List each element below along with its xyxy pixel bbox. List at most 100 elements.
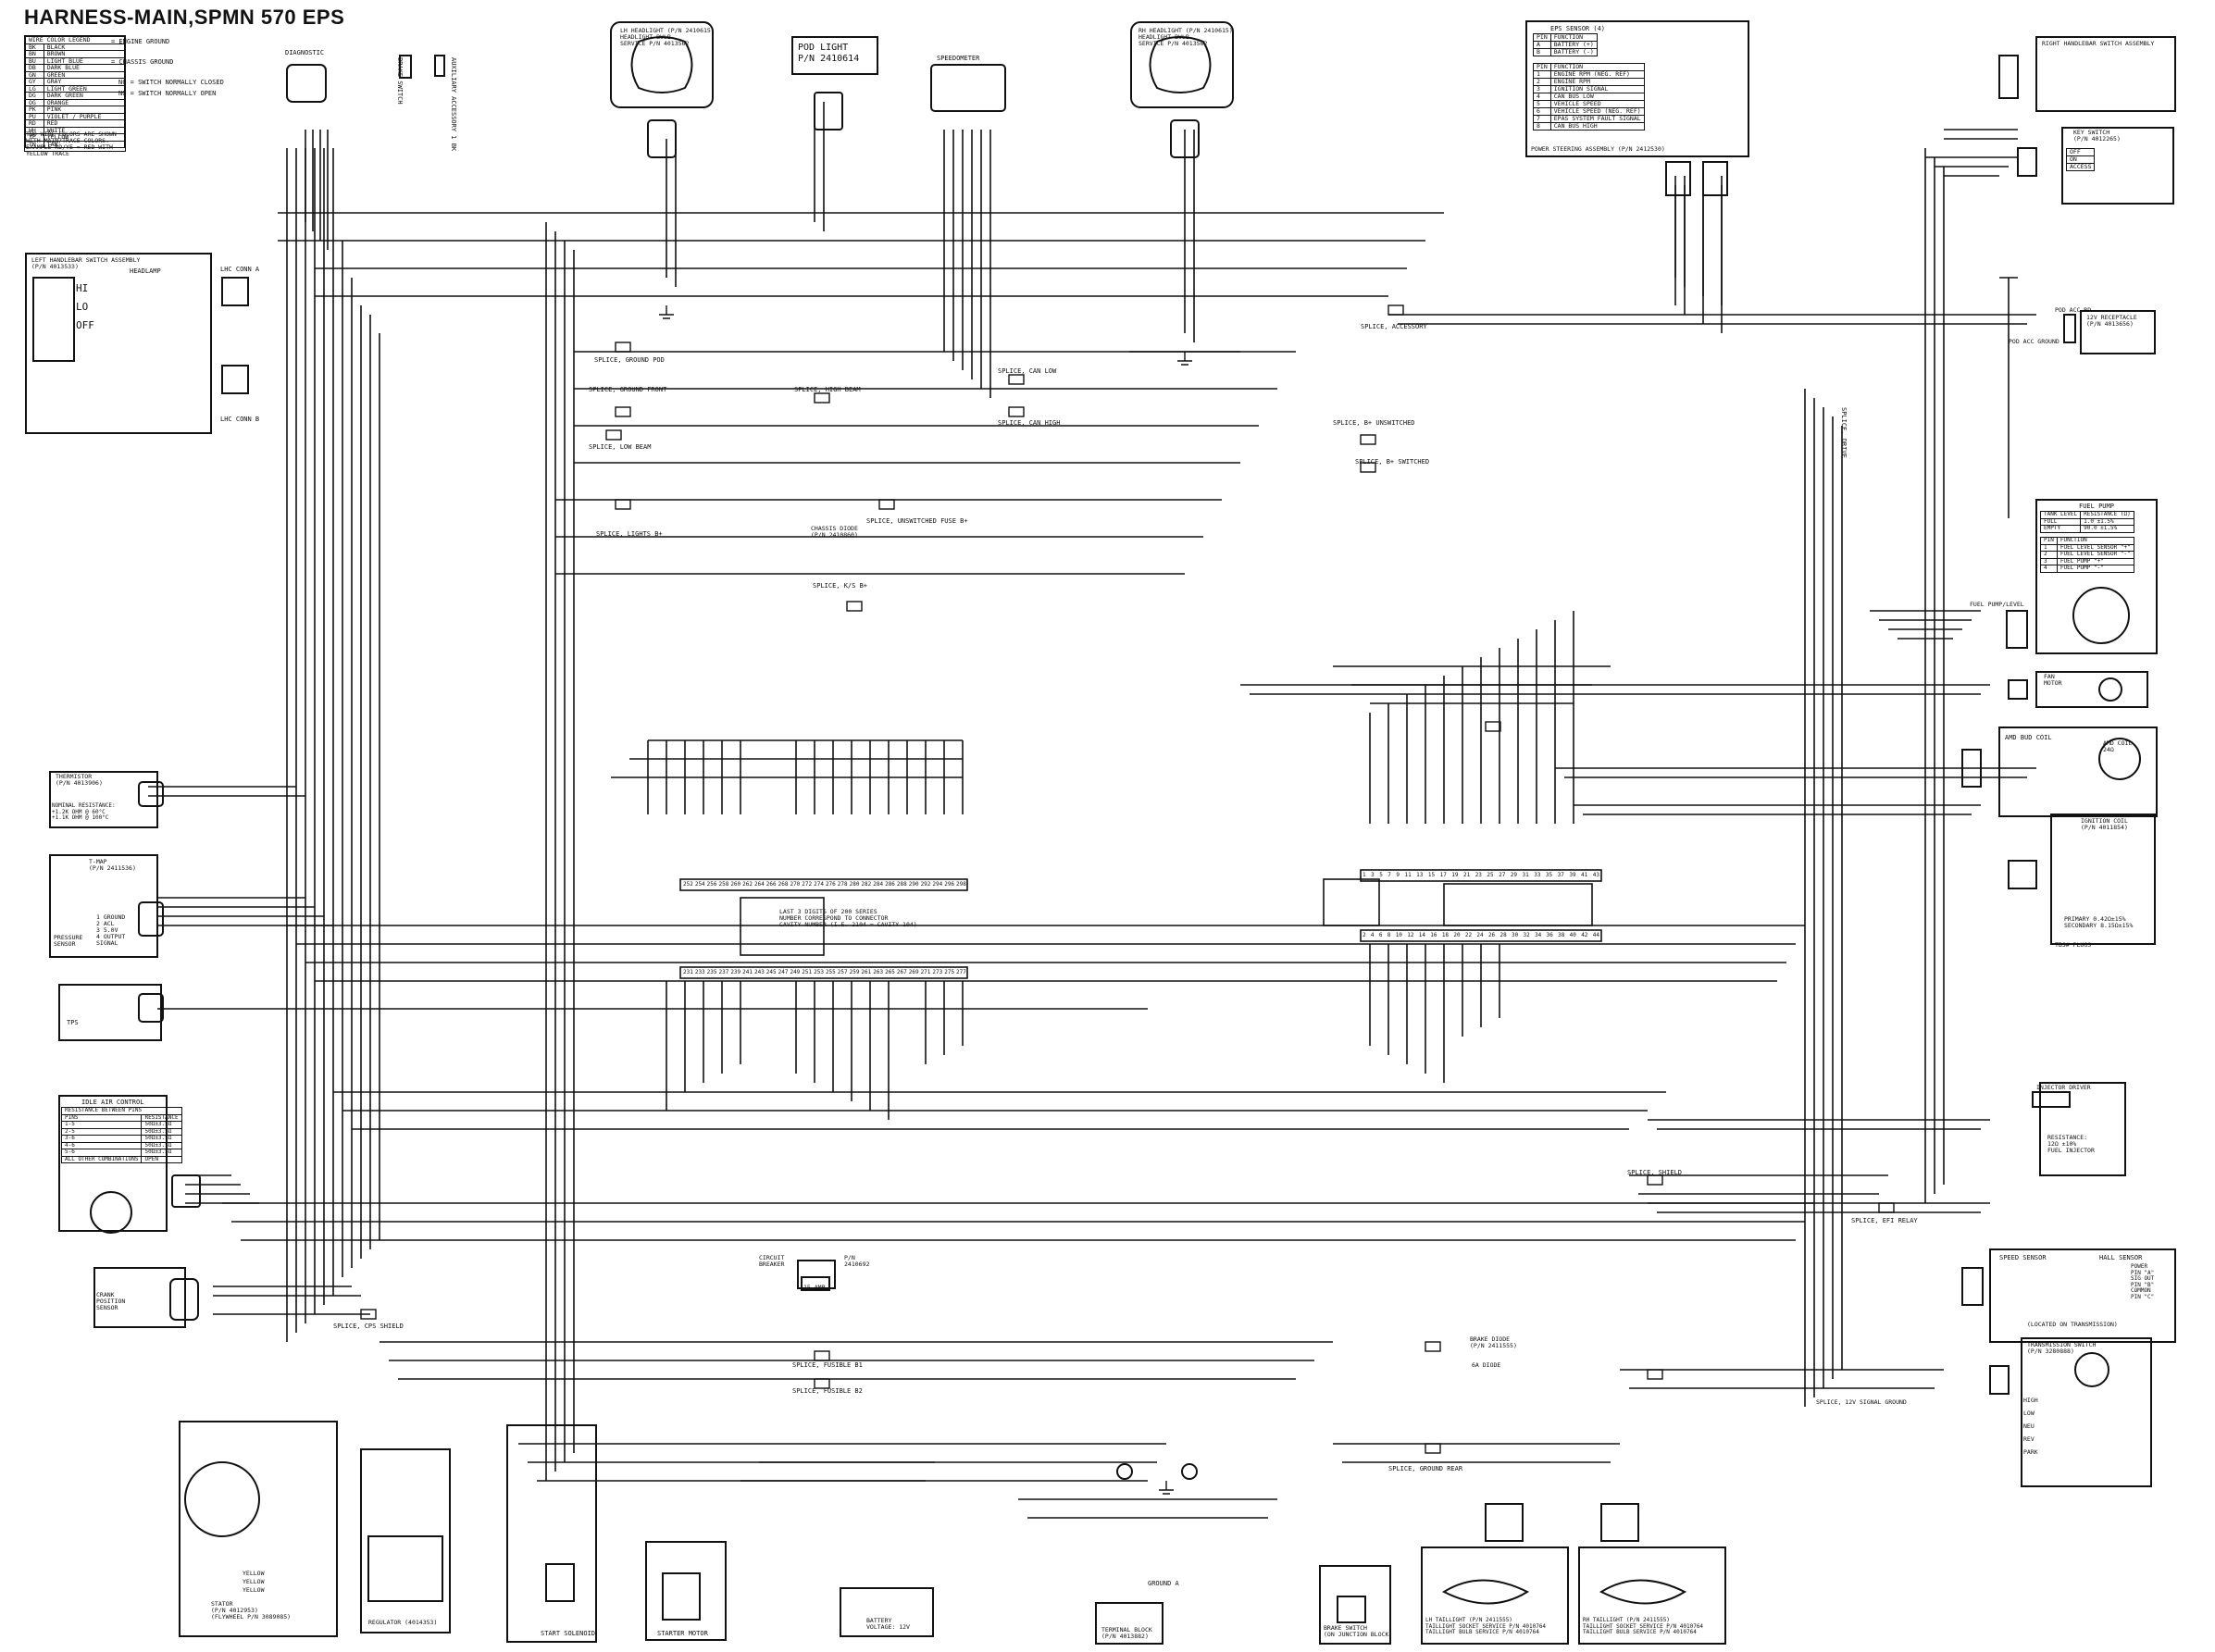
ecu-pin: 29 <box>1510 872 1518 878</box>
ecu-pin: 41 <box>1581 872 1588 878</box>
eps-cell: 8 <box>1533 122 1551 130</box>
ecu-pin: 42 <box>1581 932 1588 938</box>
ecu-pin: 17 <box>1439 872 1447 878</box>
idle-cell: 1-5 <box>60 1121 143 1129</box>
ecu-pin: 12 <box>1407 932 1414 938</box>
pod-acc-ground: POD ACC GROUND <box>2009 338 2059 345</box>
ecu-pin: 31 <box>1522 872 1529 878</box>
speedometer-label: SPEEDOMETER <box>937 55 980 62</box>
eps-title: EPS SENSOR (4) <box>1550 25 1606 32</box>
legend-code: DG <box>25 92 44 100</box>
pod-light-label: POD LIGHT P/N 2410614 <box>798 43 860 64</box>
ecu-pin: 251 <box>802 969 813 975</box>
fuel-pump-label: FUEL PUMP <box>2079 503 2114 510</box>
ecu-pin: 265 <box>885 969 895 975</box>
ecu-pin: 266 <box>765 881 777 888</box>
ecu-pin: 235 <box>706 969 717 975</box>
brake-diode-label: BRAKE DIODE (P/N 2411555) <box>1470 1335 1517 1349</box>
circuit-breaker-label: CIRCUIT BREAKER <box>759 1254 785 1268</box>
legend-code: RD <box>25 119 44 128</box>
legend-color: TAN <box>43 140 126 148</box>
pod-acc-rd: POD ACC RD <box>2055 306 2092 314</box>
idle-cell: OPEN <box>141 1155 182 1163</box>
ecu-pin: 10 <box>1395 932 1402 938</box>
splice-ground-rear: SPLICE, GROUND REAR <box>1388 1465 1463 1472</box>
legend-code: BN <box>25 50 44 58</box>
idle-cell: ALL OTHER COMBINATIONS <box>60 1155 143 1163</box>
amd-coil-label: AMD COIL 24Ω <box>2103 739 2133 753</box>
nc-label: NC = SWITCH NORMALLY CLOSED <box>118 79 224 86</box>
ecu-pin: 13 <box>1416 872 1424 878</box>
ecu-pin: 298 <box>956 881 966 888</box>
ecu-pin: 9 <box>1396 872 1400 878</box>
ecu-pin: 4 <box>1370 932 1375 938</box>
stator-label: STATOR (P/N 4012953) (FLYWHEEL P/N 30890… <box>211 1600 292 1621</box>
ecu-pin: 264 <box>753 881 765 888</box>
brake-switch-label: BRAKE SWITCH (ON JUNCTION BLOCK) <box>1324 1624 1393 1638</box>
legend-color: DARK GREEN <box>43 92 126 100</box>
hi-label: HI <box>76 282 89 294</box>
ecu-pin: 15 <box>1427 872 1436 878</box>
ecu-pin: 254 <box>694 881 705 888</box>
ecu-pin: 231 <box>683 969 693 975</box>
ecu-pin: 247 <box>778 969 789 975</box>
fuel-pump-level-label: FUEL PUMP/LEVEL <box>1970 601 2024 608</box>
ecu-pin: 288 <box>896 881 907 888</box>
ecu-pin: 253 <box>814 969 824 975</box>
speed-sensor-label: SPEED SENSOR <box>1999 1254 2047 1261</box>
ecu-pin: 255 <box>825 969 836 975</box>
primary-secondary-label: PRIMARY 0.42Ω±15% SECONDARY 8.15Ω±15% <box>2064 915 2134 929</box>
ecu-pin: 280 <box>849 881 860 888</box>
ecu-pin: 8 <box>1387 932 1391 938</box>
ecu-pin: 23 <box>1475 872 1482 878</box>
breaker-pn-label: P/N 2410692 <box>844 1254 870 1268</box>
legend-color: LIGHT GREEN <box>43 84 126 93</box>
ecu-pin: 274 <box>814 881 824 888</box>
chassis-ground-label: = CHASSIS GROUND <box>111 58 174 66</box>
splice-unswitched-fuse: SPLICE, UNSWITCHED FUSE B+ <box>866 517 968 525</box>
ecu-pin: 271 <box>920 969 931 975</box>
stator-wires-label: YELLOW YELLOW YELLOW <box>243 1570 265 1594</box>
pressure-sensor-label: PRESSURE SENSOR <box>54 934 83 948</box>
ecu-pin: 270 <box>790 881 801 888</box>
lh-headlight-label: LH HEADLIGHT (P/N 2410615) HEADLIGHT BUL… <box>620 27 715 47</box>
ecu-pin: 32 <box>1523 932 1530 938</box>
ecu-pin: 275 <box>944 969 955 975</box>
splice-bplus-switched: SPLICE, B+ SWITCHED <box>1355 458 1430 466</box>
splice-ground-front: SPLICE, GROUND FRONT <box>589 386 667 393</box>
hall-sensor-label: HALL SENSOR <box>2099 1254 2143 1261</box>
no-label: NO = SWITCH NORMALLY OPEN <box>118 90 217 97</box>
ecu-pin: 263 <box>873 969 884 975</box>
starter-motor-label: STARTER MOTOR <box>657 1630 708 1637</box>
legend-color: VIOLET / PURPLE <box>43 112 126 120</box>
lo-label: LO <box>76 301 89 313</box>
crank-sensor-label: CRANK POSITION SENSOR <box>96 1291 126 1311</box>
key-switch-label: KEY SWITCH (P/N 4012265) <box>2073 129 2121 143</box>
fuel-cell: RESISTANCE (Ω) <box>2080 511 2134 519</box>
ecu-pin: 260 <box>730 881 741 888</box>
legend-color: RED <box>43 119 126 128</box>
legend-color: BROWN <box>43 50 126 58</box>
off-label: OFF <box>76 319 94 331</box>
ecu-pin: 43 <box>1592 872 1599 878</box>
tbs-plugs-label: TBS# PLUGS <box>2055 941 2092 949</box>
ecu-pin: 21 <box>1462 872 1471 878</box>
ecu-pin: 249 <box>790 969 801 975</box>
wire-traces <box>148 102 2036 1519</box>
splice-efi-relay: SPLICE, EFI RELAY <box>1851 1217 1918 1224</box>
regulator-label: REGULATOR (4014353) <box>368 1619 438 1626</box>
ecu-pin: 20 <box>1453 932 1461 938</box>
lh-taillight-label: LH TAILLIGHT (P/N 2411555) TAILLIGHT SOC… <box>1425 1617 1547 1635</box>
legend-color: PINK <box>43 106 126 114</box>
ecu-pin: 267 <box>896 969 907 975</box>
ecu-pin: 35 <box>1545 872 1553 878</box>
tmap-label: T-MAP (P/N 2411536) <box>89 858 136 872</box>
idle-cell: 5-6 <box>60 1149 143 1157</box>
ecu-pin: 286 <box>885 881 895 888</box>
ecu-pin: 294 <box>932 881 943 888</box>
